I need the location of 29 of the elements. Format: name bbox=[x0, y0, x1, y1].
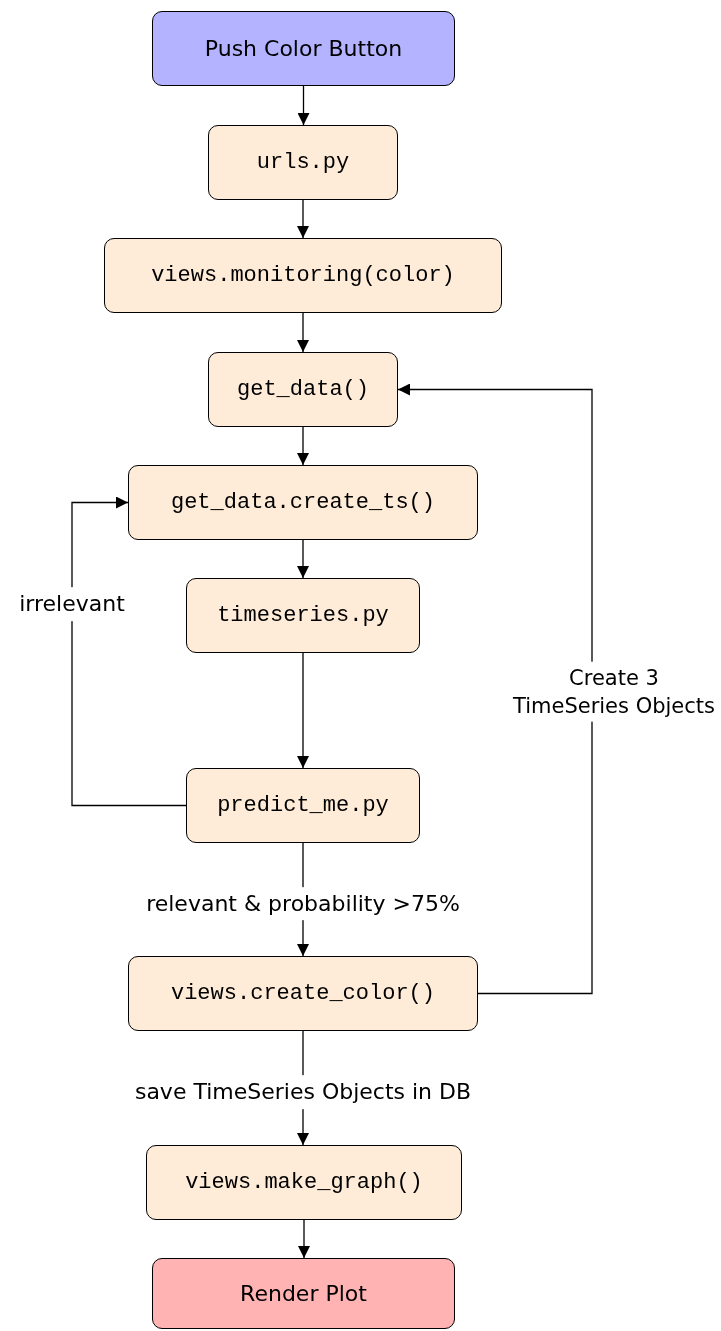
arrow bbox=[297, 539, 309, 579]
arrow bbox=[298, 1219, 310, 1259]
box-label: predict_me.py bbox=[217, 793, 389, 818]
box-label: Push Color Button bbox=[204, 36, 403, 61]
arrow bbox=[297, 312, 309, 353]
arrow bbox=[397, 383, 593, 995]
arrow bbox=[71, 496, 187, 807]
process-box bbox=[128, 956, 478, 1031]
box-label: views.create_color() bbox=[170, 981, 435, 1006]
process-box bbox=[146, 1145, 462, 1220]
process-box bbox=[128, 465, 478, 540]
arrow bbox=[297, 85, 310, 126]
box-label: timeseries.py bbox=[217, 603, 389, 628]
box-label: views.make_graph() bbox=[185, 1170, 423, 1195]
process-box bbox=[186, 578, 420, 653]
process-box bbox=[208, 125, 398, 200]
process-box bbox=[186, 768, 420, 843]
box-label: get_data() bbox=[237, 377, 369, 402]
process-box bbox=[208, 352, 398, 427]
arrow bbox=[297, 426, 309, 466]
arrow bbox=[297, 199, 309, 239]
process-box bbox=[152, 11, 455, 86]
box-label: views.monitoring(color) bbox=[151, 263, 455, 288]
box-label: get_data.create_ts() bbox=[170, 490, 435, 515]
process-box bbox=[152, 1258, 455, 1329]
box-label: urls.py bbox=[256, 150, 350, 175]
arrow bbox=[297, 652, 309, 769]
box-label: Render Plot bbox=[240, 1281, 367, 1306]
process-box bbox=[104, 238, 502, 313]
